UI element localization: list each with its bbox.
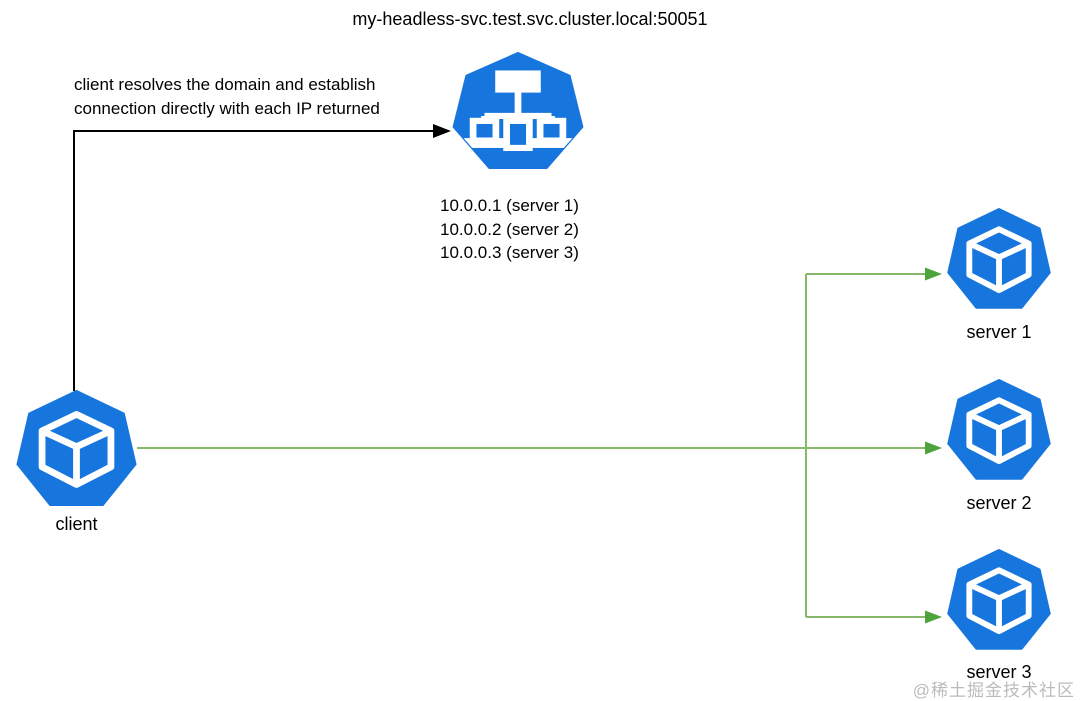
ip-entry-2: 10.0.0.2 (server 2) <box>440 219 579 239</box>
ip-entry-1: 10.0.0.1 (server 1) <box>440 196 579 215</box>
arrow-branch-to-server-3 <box>806 610 942 624</box>
server-1-label: server 1 <box>966 322 1032 342</box>
kubernetes-service-icon <box>451 52 585 175</box>
kubernetes-pod-icon <box>946 549 1052 655</box>
annotation-text: client resolves the domain and establish… <box>74 73 380 121</box>
client-label: client <box>55 514 98 534</box>
arrow-branch-to-server-1 <box>806 267 942 281</box>
arrow-client-to-server-2 <box>137 441 942 455</box>
arrowhead-green <box>925 610 942 624</box>
kubernetes-pod-icon <box>946 379 1052 485</box>
arrowhead-green <box>925 267 942 281</box>
arrowhead-green <box>925 441 942 455</box>
ip-entry-3: 10.0.0.3 (server 3) <box>440 243 579 262</box>
server-3-label: server 3 <box>966 662 1032 682</box>
kubernetes-pod-icon <box>15 390 138 512</box>
server-2-label: server 2 <box>966 493 1032 513</box>
server-1-node <box>946 208 1052 314</box>
client-node <box>15 390 138 512</box>
arrow-client-to-service <box>73 124 451 391</box>
server-2-node <box>946 379 1052 485</box>
watermark: @稀土掘金技术社区 <box>912 681 1075 700</box>
diagram-title: my-headless-svc.test.svc.cluster.local:5… <box>352 9 708 29</box>
annotation-line-2: connection directly with each IP returne… <box>74 99 380 118</box>
arrowhead-black <box>433 124 451 138</box>
service-node <box>451 52 585 175</box>
kubernetes-pod-icon <box>946 208 1052 314</box>
server-3-node <box>946 549 1052 655</box>
resolved-ip-list: 10.0.0.1 (server 1) 10.0.0.2 (server 2) … <box>440 194 579 265</box>
annotation-line-1: client resolves the domain and establish <box>74 75 376 94</box>
